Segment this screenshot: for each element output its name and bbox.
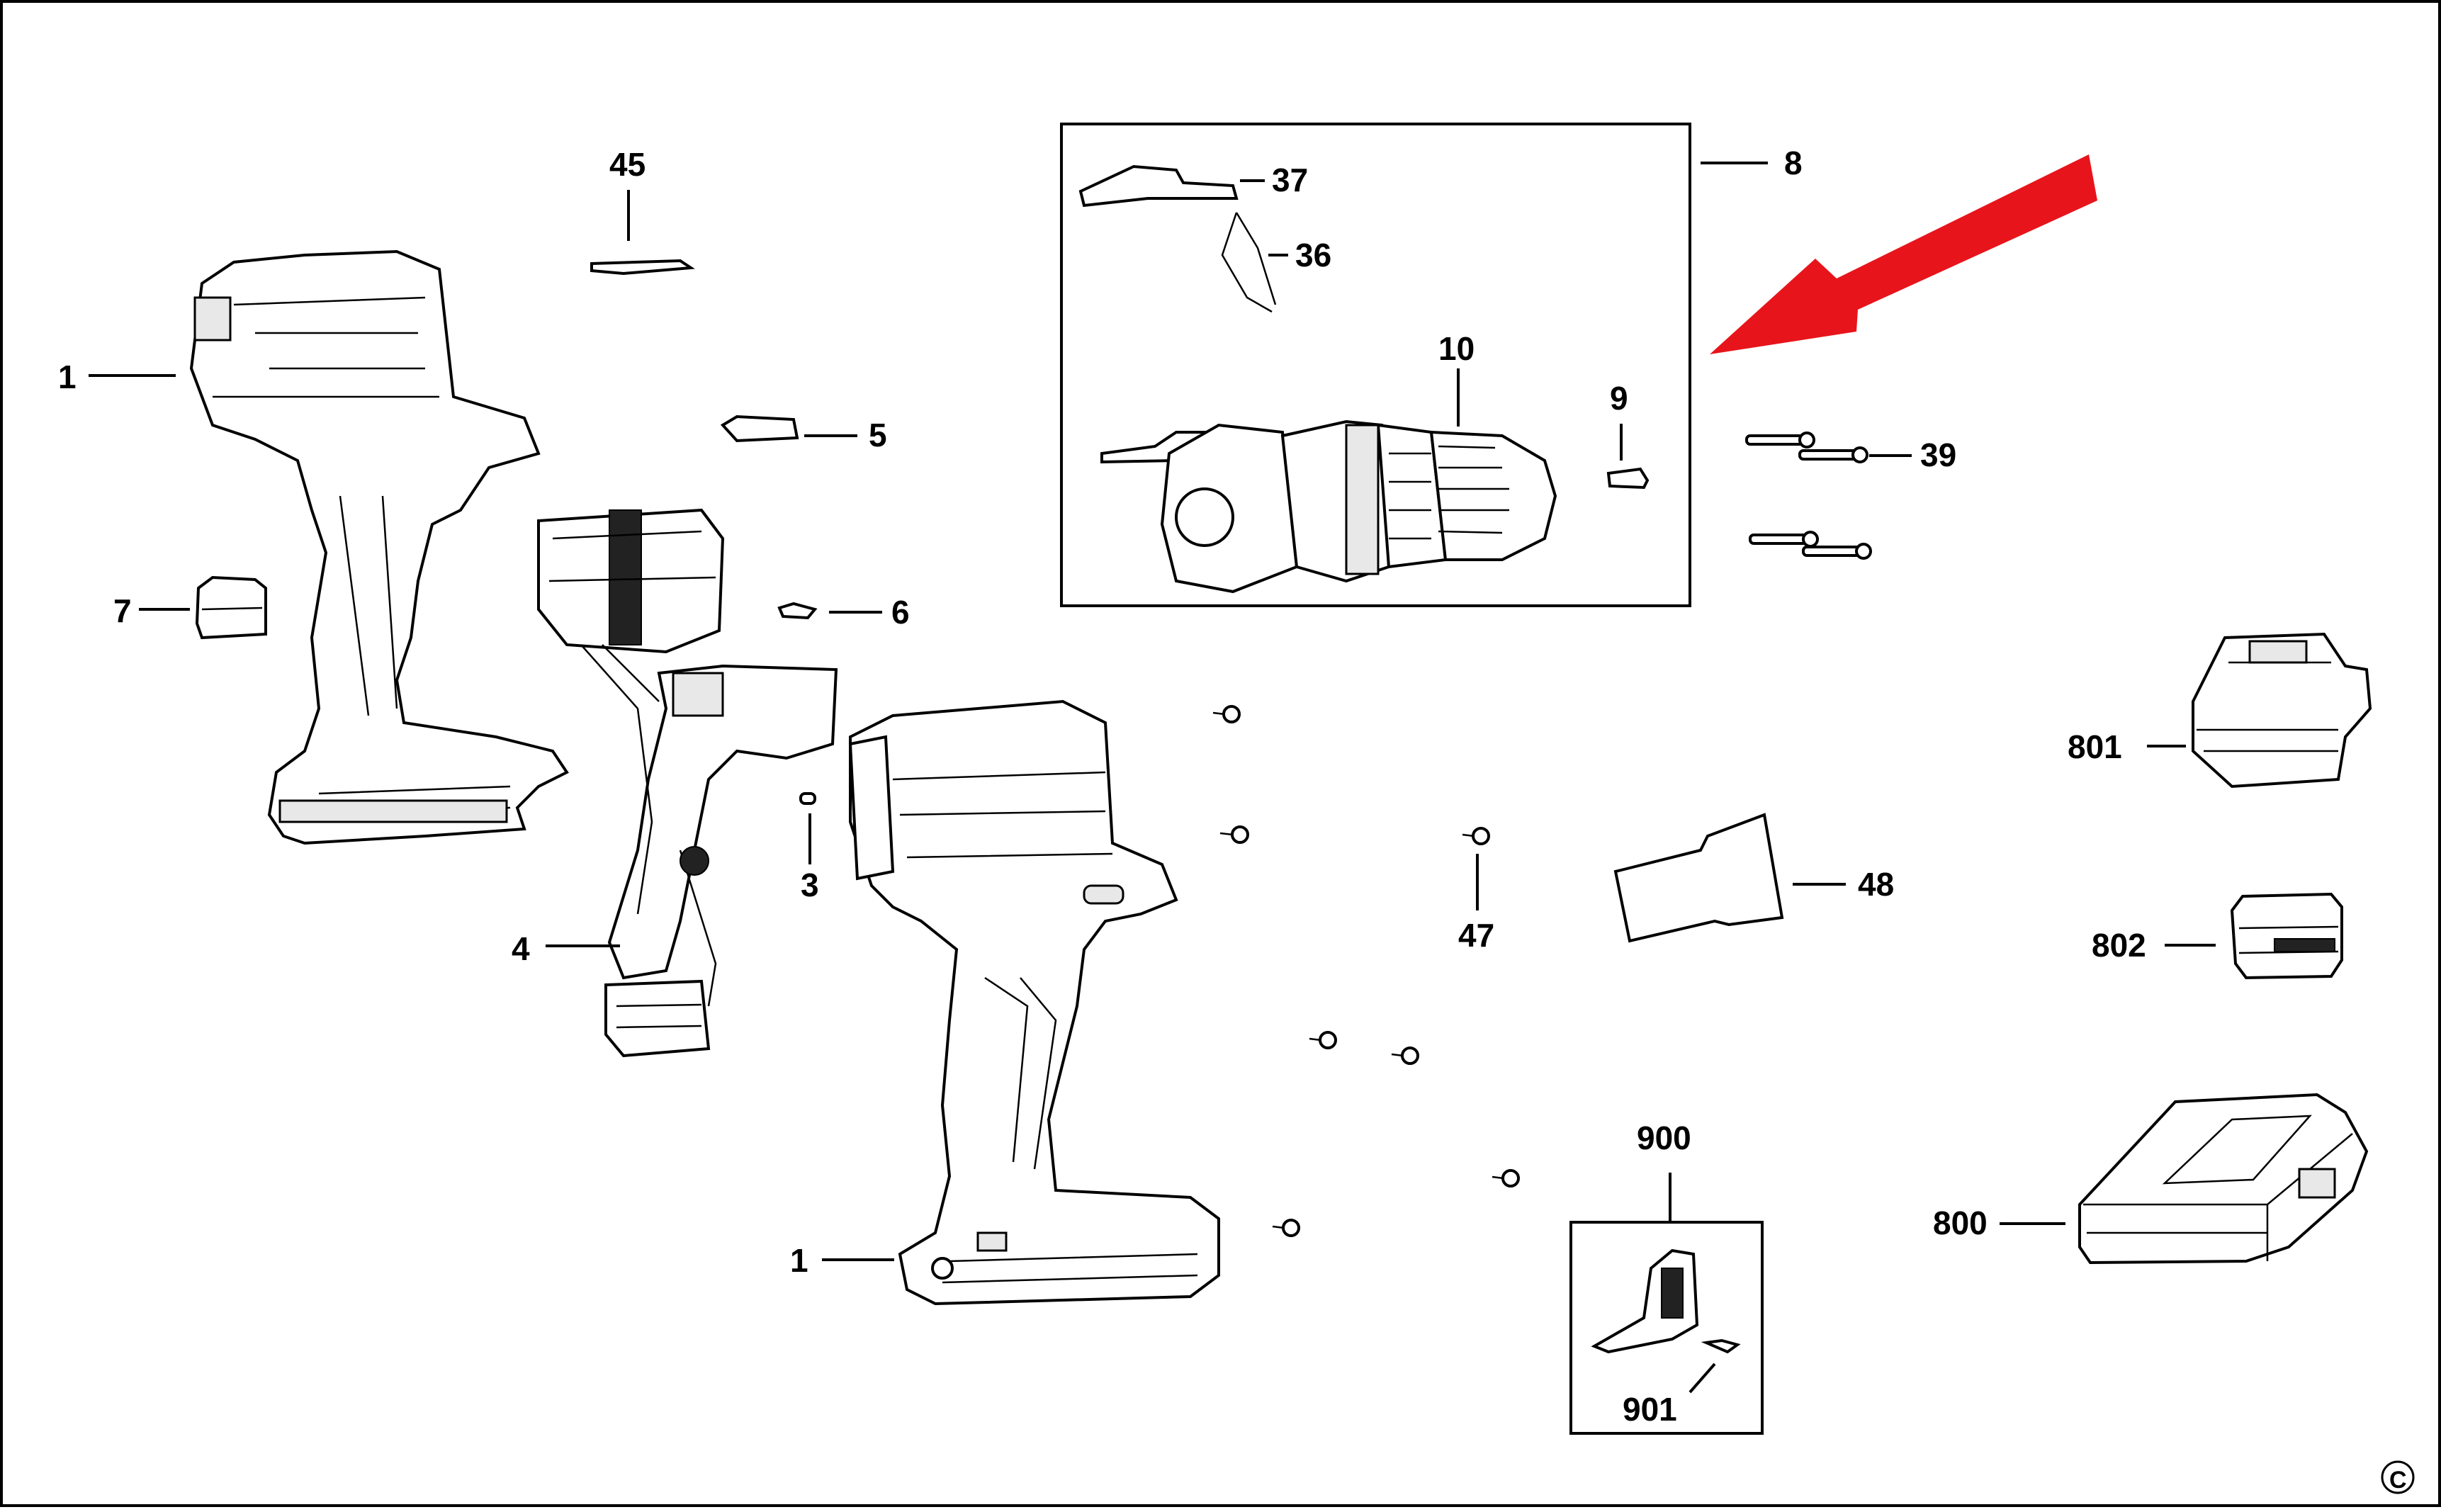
label-sheet-drawing [1613, 813, 1784, 943]
gearbox-chuck-drawing [1100, 419, 1557, 594]
label-1-left: 1 [58, 359, 77, 395]
label-8: 8 [1784, 145, 1803, 181]
label-901: 901 [1623, 1391, 1677, 1428]
copyright-mark: C [2389, 1467, 2407, 1494]
highlight-arrow [1710, 154, 2097, 354]
gearbox-assembly-box [1060, 123, 1691, 607]
battery-drawing [2230, 892, 2343, 980]
screw-left-hand-drawing [1606, 467, 1650, 490]
motor-switch-assembly-drawing [537, 508, 838, 1058]
carry-case-drawing [2078, 1093, 2369, 1265]
small-clip-drawing [777, 602, 818, 620]
label-47: 47 [1458, 917, 1494, 954]
charger-drawing [2192, 632, 2372, 789]
pin-drawing [799, 792, 816, 805]
copyright-circle [2381, 1460, 2415, 1494]
label-6: 6 [891, 594, 910, 631]
label-900: 900 [1637, 1119, 1691, 1156]
label-4: 4 [512, 930, 530, 967]
spring-strip-drawing [590, 259, 695, 276]
label-800: 800 [1933, 1204, 1988, 1241]
label-36: 36 [1295, 237, 1331, 273]
screws-drawing [1212, 705, 1520, 1237]
belt-clip-drawing [1591, 1248, 1699, 1354]
label-3: 3 [801, 867, 819, 903]
screws-39-drawing [1745, 431, 1872, 560]
label-801: 801 [2068, 728, 2122, 765]
belt-clip-box [1569, 1221, 1764, 1435]
label-802: 802 [2092, 927, 2146, 964]
label-1-right: 1 [790, 1242, 808, 1279]
label-10: 10 [1438, 330, 1475, 367]
light-module-drawing [195, 575, 267, 640]
clip-screw-drawing [1701, 1338, 1741, 1354]
gear-shift-slider-drawing [1078, 164, 1239, 208]
housing-left-drawing [189, 249, 569, 845]
switch-button-drawing [720, 414, 799, 443]
label-37: 37 [1272, 162, 1308, 198]
label-7: 7 [113, 592, 132, 629]
label-45: 45 [609, 146, 646, 183]
housing-right-drawing [848, 699, 1220, 1306]
wire-spring-drawing [1221, 212, 1277, 313]
label-9: 9 [1610, 380, 1628, 417]
label-48: 48 [1858, 866, 1894, 903]
label-39: 39 [1920, 436, 1956, 473]
label-5: 5 [869, 417, 887, 453]
